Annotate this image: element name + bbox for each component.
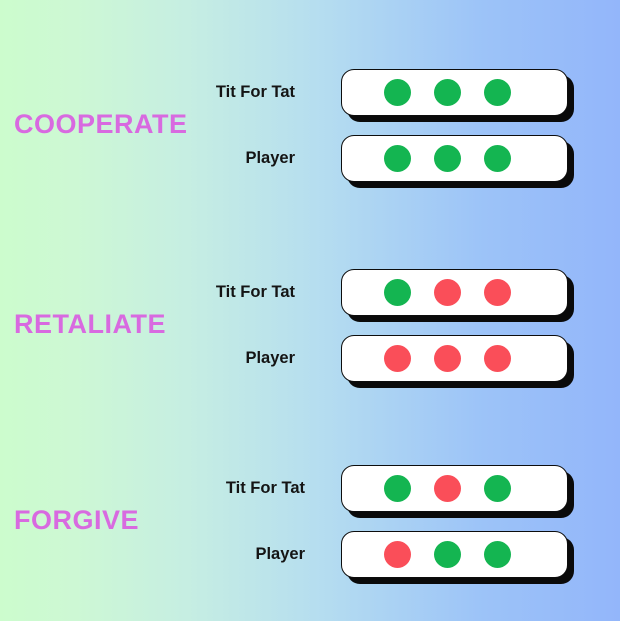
round-row: Tit For Tat [0,263,620,321]
move-dot-defect [484,345,511,372]
round-row: Tit For Tat [0,63,620,121]
row-label-player: Player [255,544,305,563]
moves-card [341,335,568,382]
move-dot-cooperate [384,475,411,502]
move-dot-group [342,70,534,115]
move-dot-defect [484,279,511,306]
move-dot-cooperate [384,279,411,306]
section-title-forgive: FORGIVE [14,505,140,535]
move-dot-group [342,270,534,315]
row-label-player: Player [245,148,295,167]
move-dot-defect [434,475,461,502]
moves-card [341,135,568,182]
row-label-tit-for-tat: Tit For Tat [225,478,305,497]
move-dot-group [342,136,534,181]
move-dot-group [342,532,534,577]
move-dot-cooperate [434,541,461,568]
move-dot-cooperate [484,541,511,568]
section-title-retaliate: RETALIATE [14,309,166,339]
move-dot-cooperate [484,475,511,502]
move-dot-cooperate [384,145,411,172]
move-dot-defect [434,345,461,372]
section-title-cooperate: COOPERATE [14,109,188,139]
moves-card [341,465,568,512]
round-row: Tit For Tat [0,459,620,517]
round-row: Player [0,525,620,583]
move-dot-defect [384,541,411,568]
moves-card [341,269,568,316]
move-dot-defect [384,345,411,372]
moves-card [341,531,568,578]
row-label-tit-for-tat: Tit For Tat [215,82,295,101]
row-label-tit-for-tat: Tit For Tat [215,282,295,301]
move-dot-cooperate [434,79,461,106]
row-label-player: Player [245,348,295,367]
move-dot-cooperate [384,79,411,106]
move-dot-group [342,336,534,381]
moves-card [341,69,568,116]
move-dot-cooperate [434,145,461,172]
move-dot-group [342,466,534,511]
move-dot-cooperate [484,145,511,172]
move-dot-defect [434,279,461,306]
round-row: Player [0,129,620,187]
move-dot-cooperate [484,79,511,106]
round-row: Player [0,329,620,387]
